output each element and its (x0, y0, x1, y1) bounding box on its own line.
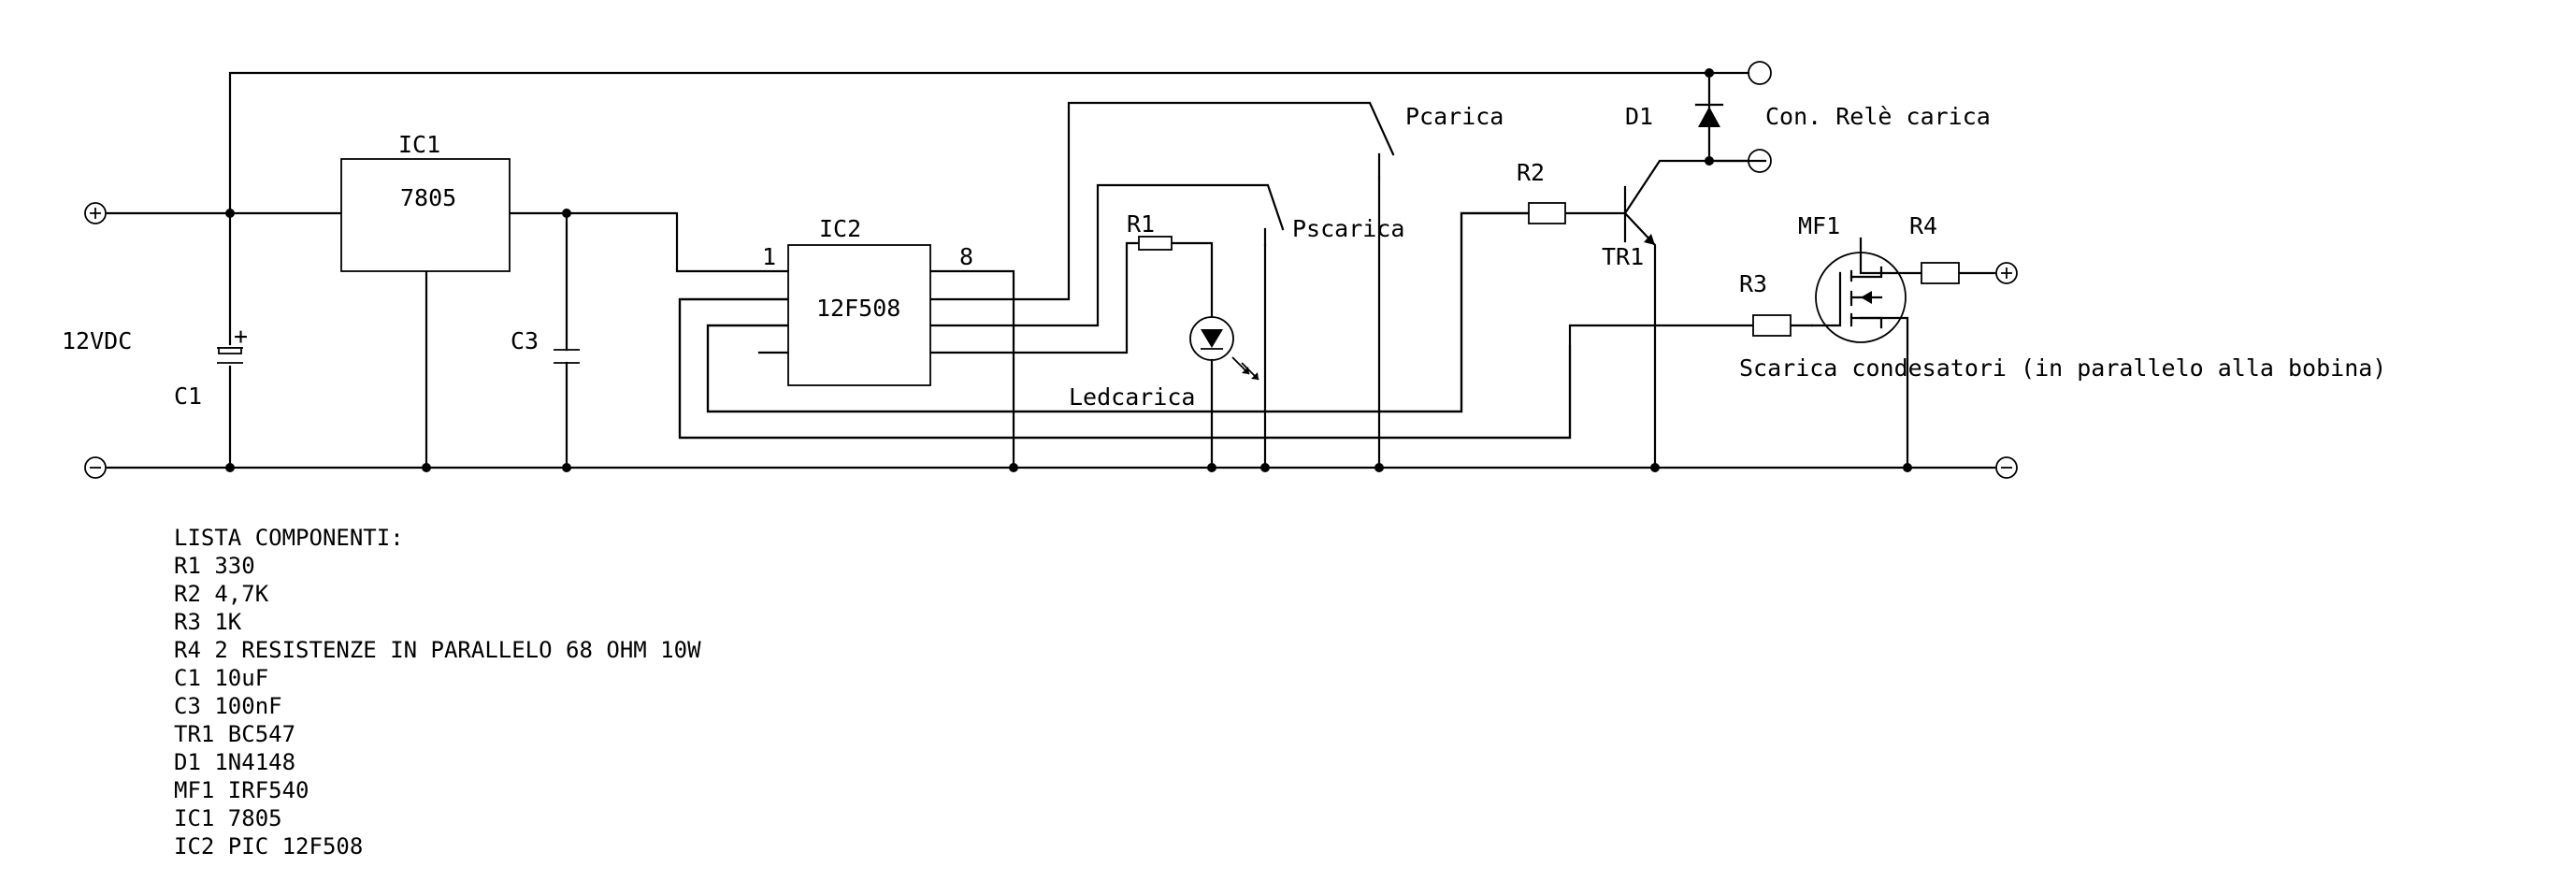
list-item: IC2 PIC 12F508 (174, 833, 364, 859)
r1-label: R1 (1127, 210, 1155, 238)
ic2-body (787, 244, 931, 386)
supply-label: 12VDC (62, 327, 132, 354)
led-icon (1189, 316, 1259, 381)
list-item: C3 100nF (174, 693, 282, 719)
list-item: R1 330 (174, 553, 255, 579)
ic1-label: IC1 (398, 131, 440, 158)
mf1-label: MF1 (1798, 212, 1840, 239)
junction (562, 463, 571, 472)
tr1-transistor-icon (1623, 185, 1655, 245)
junction (1903, 463, 1912, 472)
terminals (84, 61, 2018, 479)
r3-label: R3 (1739, 270, 1767, 297)
list-item: IC1 7805 (174, 805, 282, 831)
junction (1650, 463, 1660, 472)
junction (225, 463, 235, 472)
wire-r3-drive (678, 297, 1755, 440)
junction (1009, 463, 1018, 472)
components-list: LISTA COMPONENTI: R1 330 R2 4,7K R3 1K R… (174, 524, 701, 860)
ic2-label: IC2 (819, 215, 861, 242)
c1-polarity: + (234, 323, 248, 350)
r4-label: R4 (1909, 212, 1937, 239)
list-item: TR1 BC547 (174, 721, 296, 747)
pscarica-label: Pscarica (1292, 215, 1404, 242)
junction (225, 209, 235, 218)
list-item: C1 10uF (174, 665, 269, 691)
r1-resistor (1138, 236, 1173, 251)
junction (1705, 156, 1714, 166)
junctions (225, 68, 1912, 472)
wire-source (1859, 316, 1909, 469)
r2-resistor (1528, 202, 1566, 224)
wire-pcarica (928, 101, 1395, 469)
labels: IC1 7805 IC2 12F508 1 8 12VDC C1 + C3 R1… (62, 103, 2386, 411)
list-item: MF1 IRF540 (174, 777, 309, 803)
c3-capacitor (554, 349, 580, 364)
wire-drain (1859, 237, 1996, 275)
junction (1260, 463, 1270, 472)
components-list-title: LISTA COMPONENTI: (174, 525, 404, 551)
wire-collector (1623, 159, 1767, 215)
ic2-part-label: 12F508 (816, 295, 900, 322)
ic2-pin8-label: 8 (959, 243, 973, 270)
c1-capacitor (217, 347, 243, 364)
wire-led (928, 241, 1214, 469)
ledcarica-label: Ledcarica (1069, 383, 1195, 411)
list-item: R2 4,7K (174, 581, 269, 607)
pcarica-label: Pcarica (1405, 103, 1504, 130)
junction (562, 209, 571, 218)
scarica-label: Scarica condesatori (in parallelo alla b… (1739, 354, 2386, 382)
junction (1374, 463, 1384, 472)
wire-5v (508, 211, 790, 273)
c1-label: C1 (174, 383, 202, 410)
list-item: R3 1K (174, 609, 242, 635)
relay-terminal-top (1748, 61, 1772, 85)
wire-pscarica (928, 183, 1285, 469)
junction (422, 463, 431, 472)
wires (106, 71, 1996, 469)
junction (1705, 68, 1714, 78)
r2-label: R2 (1517, 159, 1545, 186)
r3-resistor (1752, 314, 1792, 337)
wire-top-bus (228, 71, 1711, 215)
relay-terminal-bottom (1748, 149, 1772, 173)
ic1-body (340, 158, 511, 272)
output-minus-terminal (1995, 456, 2018, 479)
ic1-part-label: 7805 (400, 184, 456, 211)
list-item: D1 1N4148 (174, 749, 296, 775)
input-minus-terminal (84, 456, 107, 479)
d1-diode-icon (1694, 103, 1724, 127)
wire-pin8 (928, 269, 1015, 469)
list-item: R4 2 RESISTENZE IN PARALLELO 68 OHM 10W (174, 637, 701, 663)
mf1-mosfet-icon (1810, 252, 1907, 343)
tr1-label: TR1 (1602, 243, 1644, 270)
r4-resistor (1921, 262, 1960, 284)
input-plus-terminal (84, 202, 107, 224)
wire-r2-link (706, 211, 1531, 413)
c3-label: C3 (511, 327, 539, 354)
output-plus-terminal (1995, 262, 2018, 284)
relay-label: Con. Relè carica (1765, 103, 1991, 130)
ic2-pin1-label: 1 (762, 243, 776, 270)
junction (1207, 463, 1216, 472)
d1-label: D1 (1625, 103, 1653, 130)
